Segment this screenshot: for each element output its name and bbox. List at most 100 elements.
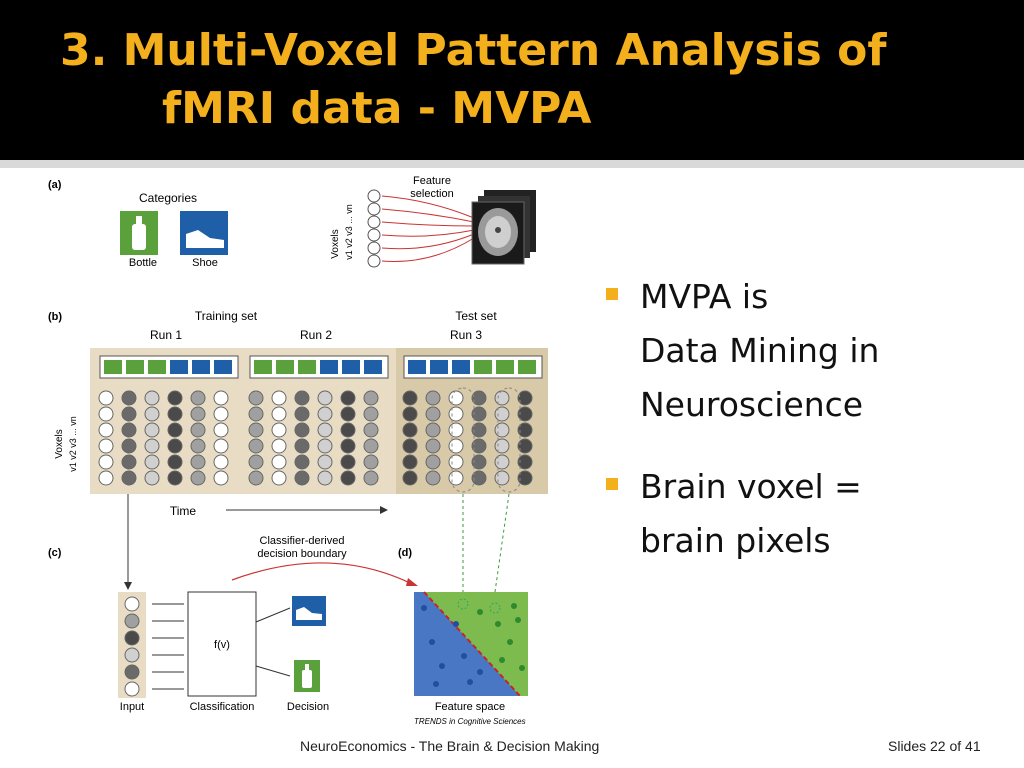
bottle-stimulus-icon: [496, 360, 514, 374]
voxel-activity-circle: [271, 470, 287, 486]
bullet-2-line-2: brain pixels: [640, 521, 831, 560]
voxel-activity-circle: [317, 438, 333, 454]
voxel-activity-circle: [98, 390, 114, 406]
selection-arrow: [381, 233, 475, 250]
voxel-activity-circle: [340, 438, 356, 454]
voxel-activity-circle: [425, 422, 441, 438]
run-2-label: Run 2: [300, 328, 332, 342]
test-set-label: Test set: [455, 309, 497, 323]
training-set-label: Training set: [195, 309, 258, 323]
feature-space-label: Feature space: [435, 701, 505, 713]
green-class-point: [477, 609, 483, 615]
voxel-activity-circle: [517, 438, 533, 454]
voxel-axis-a: v1 v2 v3 ... vn: [344, 204, 354, 260]
voxel-activity-circle: [363, 406, 379, 422]
voxel-activity-circle: [190, 422, 206, 438]
test-point-2: [489, 602, 501, 614]
voxel-activity-circle: [517, 454, 533, 470]
voxel-activity-circle: [294, 406, 310, 422]
voxel-activity-circle: [494, 470, 510, 486]
voxel-activity-circle: [271, 438, 287, 454]
brain-scan-icon: [471, 190, 536, 265]
input-voxel-circle: [124, 664, 140, 680]
voxel-activity-circle: [494, 454, 510, 470]
input-voxel-circle: [124, 647, 140, 663]
voxel-activity-circle: [294, 470, 310, 486]
voxel-activity-circle: [121, 422, 137, 438]
voxel-circle: [367, 189, 381, 203]
voxel-activity-circle: [121, 390, 137, 406]
green-class-point: [507, 639, 513, 645]
voxel-activity-circle: [144, 422, 160, 438]
selection-arrow: [381, 229, 475, 237]
voxel-activity-circle: [517, 422, 533, 438]
voxel-activity-circle: [471, 438, 487, 454]
voxel-activity-circle: [98, 406, 114, 422]
voxel-activity-circle: [471, 454, 487, 470]
panel-d-label: (d): [398, 547, 412, 559]
shoe-stimulus-icon: [342, 360, 360, 374]
green-class-point: [511, 603, 517, 609]
input-arrows: [152, 603, 184, 690]
voxel-activity-circle: [425, 470, 441, 486]
voxel-activity-circle: [425, 454, 441, 470]
feature-selection-arrows: [381, 195, 475, 262]
voxel-activity-circle: [98, 454, 114, 470]
voxel-activity-circle: [402, 438, 418, 454]
voxel-activity-circle: [213, 470, 229, 486]
voxel-activity-circle: [144, 470, 160, 486]
voxel-activity-circle: [294, 438, 310, 454]
voxel-activity-circle: [213, 406, 229, 422]
voxel-activity-circle: [402, 390, 418, 406]
voxel-activity-circle: [190, 406, 206, 422]
voxel-activity-circle: [121, 470, 137, 486]
boundary-label-2: decision boundary: [257, 548, 347, 560]
voxel-activity-circle: [98, 470, 114, 486]
voxel-activity-circle: [340, 454, 356, 470]
blue-class-point: [477, 669, 483, 675]
selection-arrow: [381, 237, 475, 262]
voxel-activity-circle: [363, 422, 379, 438]
categories-title: Categories: [139, 191, 197, 205]
voxel-activity-circle: [190, 438, 206, 454]
voxel-activity-circle: [98, 422, 114, 438]
voxel-activity-circle: [213, 422, 229, 438]
voxel-activity-circle: [248, 454, 264, 470]
voxel-activity-circle: [425, 390, 441, 406]
slide-title-line-1: 3. Multi-Voxel Pattern Analysis of: [60, 25, 887, 76]
input-label: Input: [120, 701, 144, 713]
slide-title-line-2: fMRI data - MVPA: [162, 83, 592, 134]
voxel-activity-circle: [190, 390, 206, 406]
run-1-label: Run 1: [150, 328, 182, 342]
bullet-1-line-1: MVPA is: [640, 277, 769, 316]
voxel-circle: [367, 202, 381, 216]
decision-arrow-bottle: [255, 665, 291, 677]
voxel-activity-circle: [213, 438, 229, 454]
voxel-activity-circle: [425, 406, 441, 422]
footer-course-title: NeuroEconomics - The Brain & Decision Ma…: [300, 738, 600, 754]
voxel-activity-circle: [448, 406, 464, 422]
voxel-activity-circle: [363, 390, 379, 406]
mvpa-figure: (a) Categories Bottle Shoe Voxels v1 v2 …: [40, 172, 580, 732]
classification-label: Classification: [190, 701, 255, 713]
mvpa-diagram: (a) Categories Bottle Shoe Voxels v1 v2 …: [48, 175, 548, 726]
voxel-activity-circle: [340, 390, 356, 406]
bottle-stimulus-icon: [126, 360, 144, 374]
voxel-column-a: [367, 189, 381, 268]
voxel-activity-circle: [248, 470, 264, 486]
voxel-activity-circle: [121, 454, 137, 470]
blue-class-point: [421, 605, 427, 611]
shoe-stimulus-icon: [452, 360, 470, 374]
selection-arrow: [381, 208, 475, 223]
voxel-axis-b: v1 v2 v3 ... vn: [68, 416, 78, 472]
voxel-activity-circle: [425, 438, 441, 454]
shoe-stimulus-icon: [320, 360, 338, 374]
voxel-activity-circle: [248, 438, 264, 454]
bottle-label: Bottle: [129, 257, 157, 269]
shoe-stimulus-icon: [170, 360, 188, 374]
voxel-activity-circle: [363, 470, 379, 486]
title-divider: [0, 160, 1024, 168]
voxel-activity-circle: [494, 422, 510, 438]
bullet-item-voxel: Brain voxel = brain pixels: [606, 460, 1006, 568]
voxel-activity-circle: [494, 438, 510, 454]
